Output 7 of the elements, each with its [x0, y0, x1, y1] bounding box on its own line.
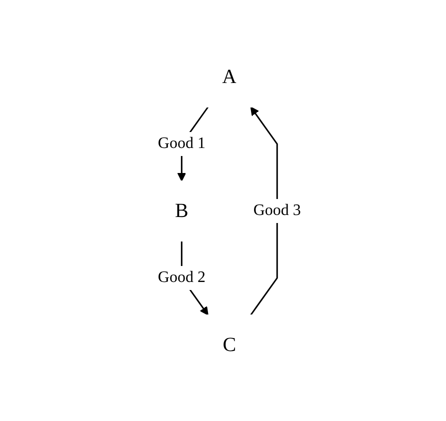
arrow [250, 106, 278, 315]
node-text: B [175, 200, 188, 222]
edge-label: Good 2 [158, 268, 206, 286]
node-text: A [222, 66, 237, 88]
node-text: C [222, 334, 236, 356]
edge-label: Good 3 [253, 202, 301, 218]
edge-label: Good 1 [158, 134, 206, 152]
